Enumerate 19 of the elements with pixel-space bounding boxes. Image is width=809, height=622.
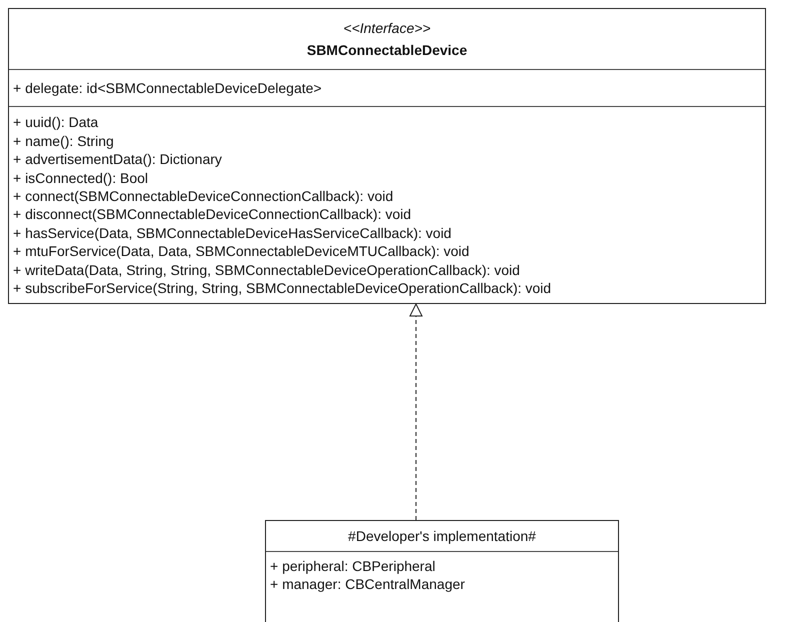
- method-text: + subscribeForService(String, String, SBMConnectableDeviceOperationCallback): void: [13, 279, 552, 298]
- method-text: + mtuForService(Data, Data, SBMConnectableDeviceMTUCallback): void: [13, 242, 470, 261]
- method-text: + uuid(): Data: [13, 113, 98, 132]
- class-box: [8, 8, 766, 304]
- class-box: [265, 520, 619, 622]
- method-text: + writeData(Data, String, String, SBMConnectableDeviceOperationCallback): void: [13, 260, 520, 280]
- class-name: SBMConnectableDevice: [306, 42, 468, 58]
- attribute-text: + manager: CBCentralManager: [270, 575, 465, 594]
- method-text: + advertisementData(): Dictionary: [13, 150, 222, 169]
- method-text: + hasService(Data, SBMConnectableDeviceHasServiceCallback): void: [13, 224, 452, 242]
- stereotype-label: <<Interface>>: [343, 20, 431, 36]
- realization-arrow: [410, 304, 422, 520]
- attribute-text: + delegate: id<SBMConnectableDeviceDelegate>: [13, 79, 322, 98]
- class-name: #Developer's implementation#: [348, 528, 536, 544]
- method-text: + isConnected(): Bool: [13, 168, 148, 188]
- method-text: + connect(SBMConnectableDeviceConnectionCallback): void: [13, 187, 394, 206]
- method-text: + name(): String: [13, 132, 114, 150]
- attribute-text: + peripheral: CBPeripheral: [270, 557, 436, 576]
- method-text: + disconnect(SBMConnectableDeviceConnectionCallback): void: [13, 205, 412, 224]
